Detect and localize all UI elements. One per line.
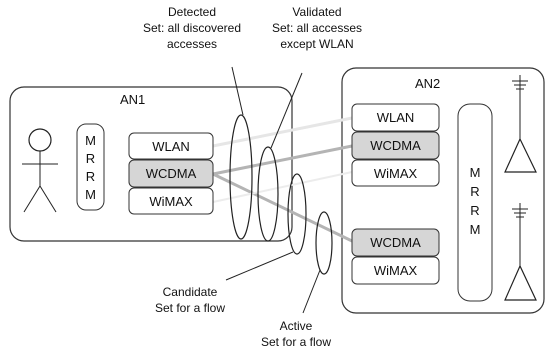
- an2-access-label: WCDMA: [370, 138, 421, 153]
- an2-mrrm-letter: R: [470, 184, 479, 199]
- an2-access-label: WCDMA: [370, 235, 421, 250]
- antenna-icon: [504, 203, 537, 301]
- svg-text:except WLAN: except WLAN: [280, 37, 353, 51]
- validated-set-label: Validated Set: all accesses except WLAN: [272, 5, 362, 51]
- detected-set-label: Detected Set: all discovered accesses: [143, 5, 241, 51]
- svg-text:Detected: Detected: [168, 5, 216, 19]
- an1-access-wimax: [128, 187, 214, 215]
- an2-access-wcdma-lower: [351, 228, 440, 257]
- link-wlan-an2: [212, 116, 353, 148]
- antenna-icon: [504, 75, 537, 173]
- svg-text:Set: all discovered: Set: all discovered: [143, 21, 241, 35]
- an1-mrrm-letter: M: [85, 187, 96, 202]
- validated-set-ellipse: [257, 146, 279, 242]
- an1-access-label: WiMAX: [149, 194, 193, 209]
- svg-text:Set: all accesses: Set: all accesses: [272, 21, 362, 35]
- leader-lines: [225, 66, 321, 314]
- an1-access-label: WCDMA: [146, 166, 197, 181]
- an1-access-wcdma: [128, 159, 214, 188]
- detected-set-ellipse: [229, 114, 253, 240]
- an2-mrrm-letter: R: [470, 203, 479, 218]
- an2-mrrm-box: [457, 103, 493, 302]
- link-wimax-an2: [212, 171, 353, 203]
- an1-title: AN1: [120, 92, 145, 107]
- candidate-set-label: Candidate Set for a flow: [155, 285, 225, 315]
- link-wcdma-an2-lower: [212, 172, 353, 243]
- svg-text:Set for a flow: Set for a flow: [155, 301, 225, 315]
- an1-mrrm-letter: R: [86, 151, 95, 166]
- an2-access-label: WLAN: [377, 110, 415, 125]
- access-links: [212, 116, 353, 243]
- link-wcdma-an2-upper: [212, 144, 353, 176]
- an2-access-wimax-upper: [351, 159, 440, 187]
- svg-text:Set for a flow: Set for a flow: [261, 335, 331, 349]
- svg-text:Candidate: Candidate: [163, 285, 218, 299]
- an2-mrrm-letter: M: [470, 165, 481, 180]
- an2-title: AN2: [415, 76, 440, 91]
- active-set-ellipse: [315, 211, 333, 275]
- candidate-set-ellipse: [287, 173, 307, 255]
- svg-text:Active: Active: [280, 319, 313, 333]
- an2-mrrm-letter: M: [470, 222, 481, 237]
- an1-mrrm-letter: M: [85, 133, 96, 148]
- an1-access-wlan: [128, 132, 214, 160]
- an1-mrrm-box: [76, 123, 105, 211]
- an2-access-label: WiMAX: [374, 166, 418, 181]
- an2-access-wlan: [351, 103, 440, 132]
- an1-mrrm-letter: R: [86, 169, 95, 184]
- an2-access-wimax-lower: [351, 256, 440, 285]
- svg-text:Validated: Validated: [292, 5, 341, 19]
- an2-access-wcdma-upper: [351, 131, 440, 160]
- svg-text:accesses: accesses: [167, 37, 217, 51]
- an1-access-label: WLAN: [152, 139, 190, 154]
- an2-access-label: WiMAX: [374, 263, 418, 278]
- user-icon: [22, 128, 58, 213]
- active-set-label: Active Set for a flow: [261, 319, 331, 349]
